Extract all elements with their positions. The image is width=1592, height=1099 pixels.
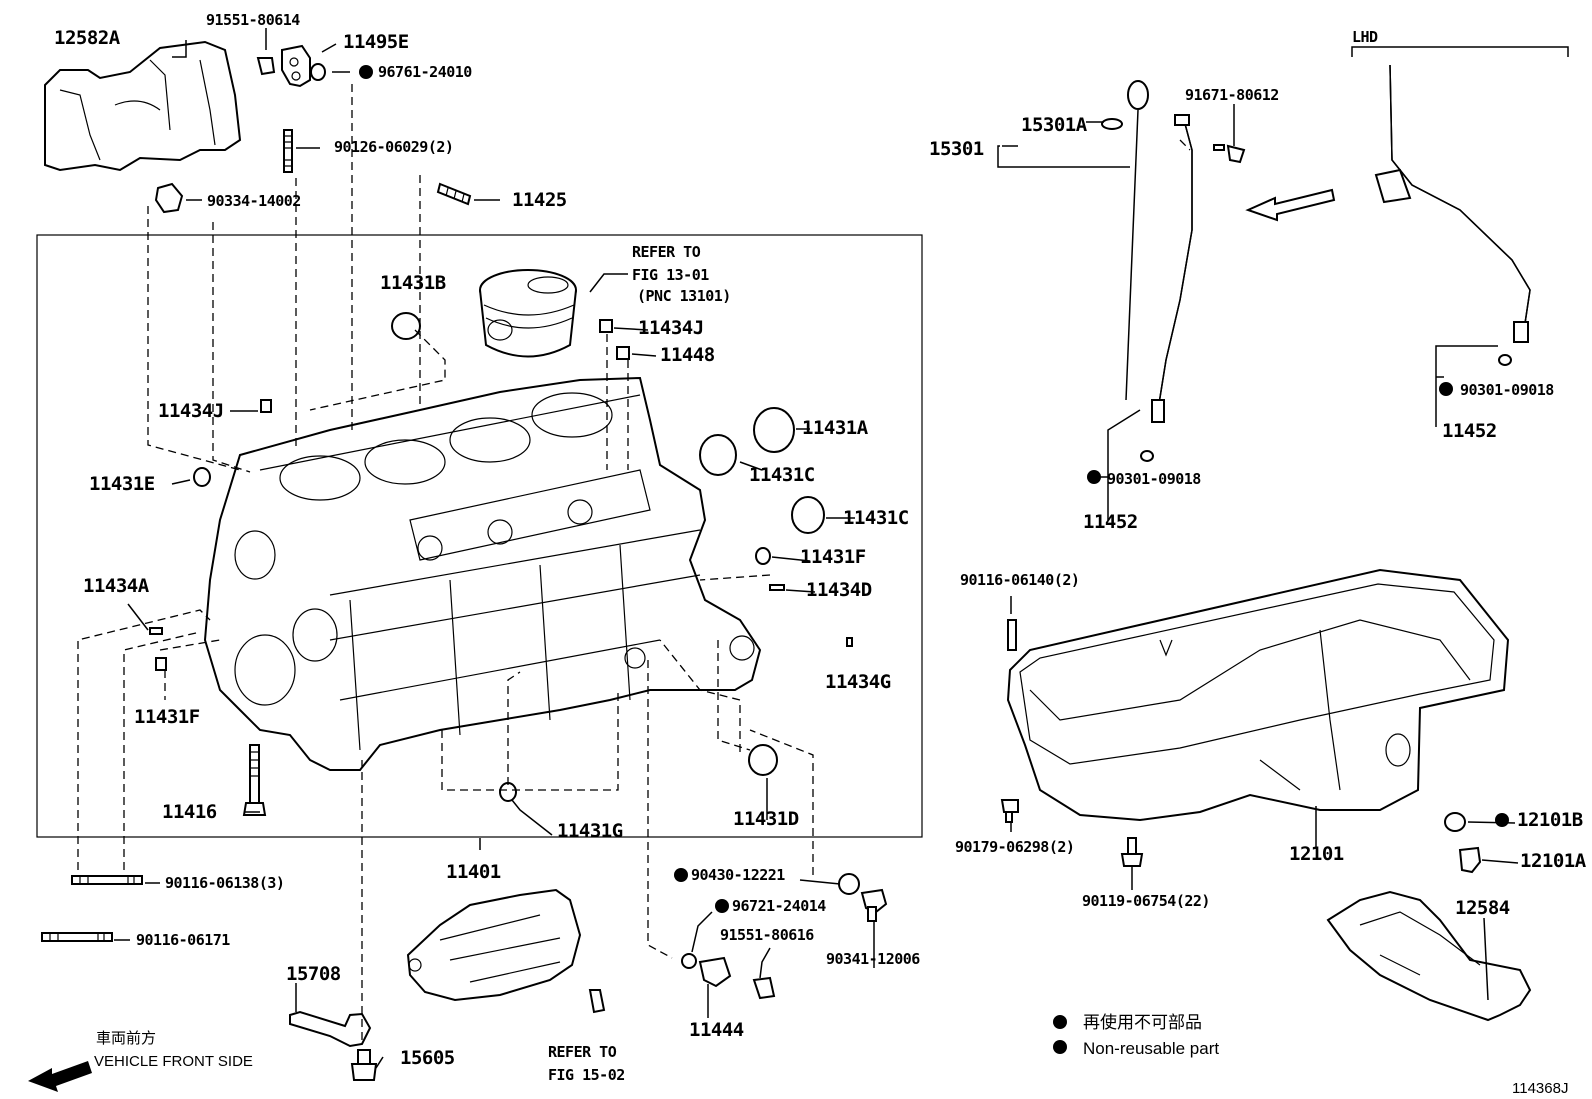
water-pipe-drawing: [406, 888, 606, 1014]
label-12101B: 12101B: [1517, 809, 1583, 831]
label-11434D: 11434D: [806, 579, 872, 601]
label-90341-12006: 90341-12006: [826, 950, 920, 968]
engine-block-drawing: [203, 376, 762, 771]
label-12584: 12584: [1455, 897, 1510, 919]
callout-labels: 12582A 91551-80614 11495E 96761-24010 90…: [54, 11, 1587, 1097]
label-11431D: 11431D: [733, 808, 799, 830]
label-90126-06029: 90126-06029(2): [334, 138, 453, 156]
label-refer-fig-13-line2: FIG 13-01: [632, 266, 709, 284]
label-11431B: 11431B: [380, 272, 446, 294]
part-11452-guide-drawing: [1140, 114, 1246, 462]
label-11452: 11452: [1083, 511, 1138, 533]
label-11434G: 11434G: [825, 671, 891, 693]
label-11448: 11448: [660, 344, 715, 366]
label-11495E: 11495E: [343, 31, 409, 53]
label-90334-14002: 90334-14002: [207, 192, 301, 210]
label-vehicle-front-en: VEHICLE FRONT SIDE: [94, 1053, 253, 1070]
label-90430-12221: 90430-12221: [691, 866, 785, 884]
label-lhd: LHD: [1352, 28, 1378, 46]
label-11401: 11401: [446, 861, 501, 883]
non-reusable-dot-icon: [715, 899, 729, 913]
non-reusable-dot-icon: [359, 65, 373, 79]
part-11416-bolt: [242, 744, 267, 816]
part-studs-90116-drawing: [41, 875, 143, 942]
label-15301: 15301: [929, 138, 984, 160]
engine-block-frame: [36, 234, 923, 838]
label-vehicle-front-jp: 車両前方: [96, 1030, 156, 1047]
non-reusable-dot-icon: [1087, 470, 1101, 484]
part-stud-90126-drawing: [283, 129, 293, 173]
label-11444: 11444: [689, 1019, 744, 1041]
vehicle-front-arrow-icon: [28, 1061, 92, 1092]
label-11434A: 11434A: [83, 575, 150, 597]
non-reusable-dot-icon: [1053, 1040, 1067, 1054]
part-15301-dipstick-drawing: [1101, 80, 1149, 401]
piston-drawing: [479, 269, 577, 358]
label-11431G: 11431G: [557, 820, 623, 842]
label-90116-06171: 90116-06171: [136, 931, 230, 949]
leader-lines: [114, 28, 1569, 1069]
part-15605-drawing: [350, 1049, 378, 1081]
non-reusable-dot-icon: [1053, 1015, 1067, 1029]
label-90301-09018: 90301-09018: [1107, 470, 1201, 488]
part-12101-oil-pan-drawing: [1006, 568, 1510, 822]
part-11425-drawing: [436, 182, 472, 206]
label-11431C-lower: 11431C: [843, 507, 909, 529]
label-90301-09018-lhd: 90301-09018: [1460, 381, 1554, 399]
label-11425: 11425: [512, 189, 567, 211]
non-reusable-dot-icon: [1439, 382, 1453, 396]
label-11452-lhd: 11452: [1442, 420, 1497, 442]
label-96761-24010: 96761-24010: [378, 63, 472, 81]
label-refer-fig-15-line1: REFER TO: [548, 1043, 617, 1061]
label-91551-80616: 91551-80616: [720, 926, 814, 944]
label-90116-06140: 90116-06140(2): [960, 571, 1079, 589]
part-12582A-drawing: [44, 40, 242, 172]
oil-pan-fasteners: [1000, 619, 1482, 874]
direction-arrow-icon: [1245, 188, 1336, 222]
dashed-guide-lines: [77, 84, 1191, 1040]
part-11495E-drawing: [256, 44, 326, 88]
label-91551-80614: 91551-80614: [206, 11, 300, 29]
label-11434J-top: 11434J: [638, 317, 704, 339]
label-11431E: 11431E: [89, 473, 155, 495]
label-90179-06298: 90179-06298(2): [955, 838, 1074, 856]
label-15301A: 15301A: [1021, 114, 1088, 136]
non-reusable-dot-icon: [674, 868, 688, 882]
label-refer-fig-15-line2: FIG 15-02: [548, 1066, 625, 1084]
label-90116-06138: 90116-06138(3): [165, 874, 284, 892]
label-11431F-left: 11431F: [134, 706, 200, 728]
label-refer-fig-13-line1: REFER TO: [632, 243, 701, 261]
legend-non-reusable-jp: 再使用不可部品: [1083, 1012, 1202, 1032]
label-91671-80612: 91671-80612: [1185, 86, 1279, 104]
non-reusable-dot-icon: [1495, 813, 1509, 827]
non-reusable-markers: [359, 65, 1509, 1054]
label-refer-fig-13-line3: (PNC 13101): [637, 287, 731, 305]
label-90119-06754: 90119-06754(22): [1082, 892, 1210, 910]
label-11431C-upper: 11431C: [749, 464, 815, 486]
label-15605: 15605: [400, 1047, 455, 1069]
label-12101A: 12101A: [1520, 850, 1587, 872]
label-11434J-left: 11434J: [158, 400, 224, 422]
label-11431A: 11431A: [802, 417, 869, 439]
part-90334-drawing: [154, 182, 184, 214]
figure-id: 114368J: [1512, 1080, 1568, 1097]
label-12101: 12101: [1289, 843, 1344, 865]
label-11431F-right: 11431F: [800, 546, 866, 568]
label-15708: 15708: [286, 963, 341, 985]
label-96721-24014: 96721-24014: [732, 897, 826, 915]
label-11416: 11416: [162, 801, 217, 823]
part-15708-drawing: [289, 1010, 372, 1048]
part-12584-drawing: [1326, 890, 1532, 1022]
part-11452-lhd-drawing: [1374, 64, 1531, 366]
label-12582A: 12582A: [54, 27, 121, 49]
legend-non-reusable-en: Non-reusable part: [1083, 1039, 1219, 1058]
